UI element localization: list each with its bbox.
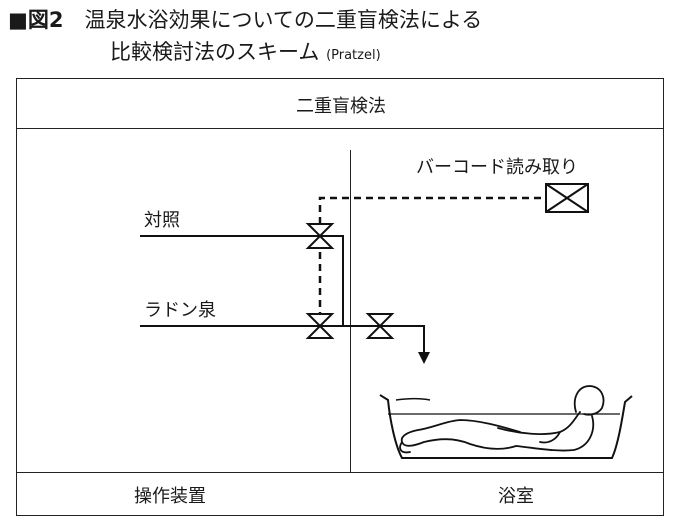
caption-title-2: 比較検討法のスキーム: [110, 40, 320, 64]
radon-valve-icon: [305, 313, 335, 339]
outlet-arrow: [418, 352, 430, 364]
bath-label: 浴室: [498, 486, 534, 507]
control-valve-icon: [305, 223, 335, 249]
barcode-reader-icon: [545, 183, 589, 213]
barcode-signal-line: [318, 196, 546, 320]
control-label: 対照: [144, 210, 180, 231]
diagram-frame: [16, 78, 664, 516]
bath-valve-icon: [365, 313, 395, 339]
radon-pipe: [140, 325, 425, 352]
figure-caption-line2: 比較検討法のスキーム (Pratzel): [110, 38, 381, 70]
panel-title: 二重盲検法: [296, 96, 386, 117]
caption-source: (Pratzel): [326, 48, 381, 63]
barcode-label: バーコード読み取り: [416, 157, 578, 178]
bathtub-icon: [379, 394, 633, 459]
radon-label: ラドン泉: [144, 300, 216, 321]
caption-marker: ■: [8, 8, 28, 32]
caption-title-1: 温泉水浴効果についての二重盲検法による: [84, 8, 483, 32]
room-divider: [350, 150, 351, 472]
figure-caption-line1: ■図2 温泉水浴効果についての二重盲検法による: [8, 6, 482, 34]
footer-divider: [16, 472, 664, 473]
control-pipe: [140, 235, 344, 326]
operation-label: 操作装置: [134, 486, 206, 507]
bathing-person-icon: [399, 385, 605, 454]
title-divider: [16, 128, 664, 129]
figure-number: 図2: [27, 8, 64, 32]
